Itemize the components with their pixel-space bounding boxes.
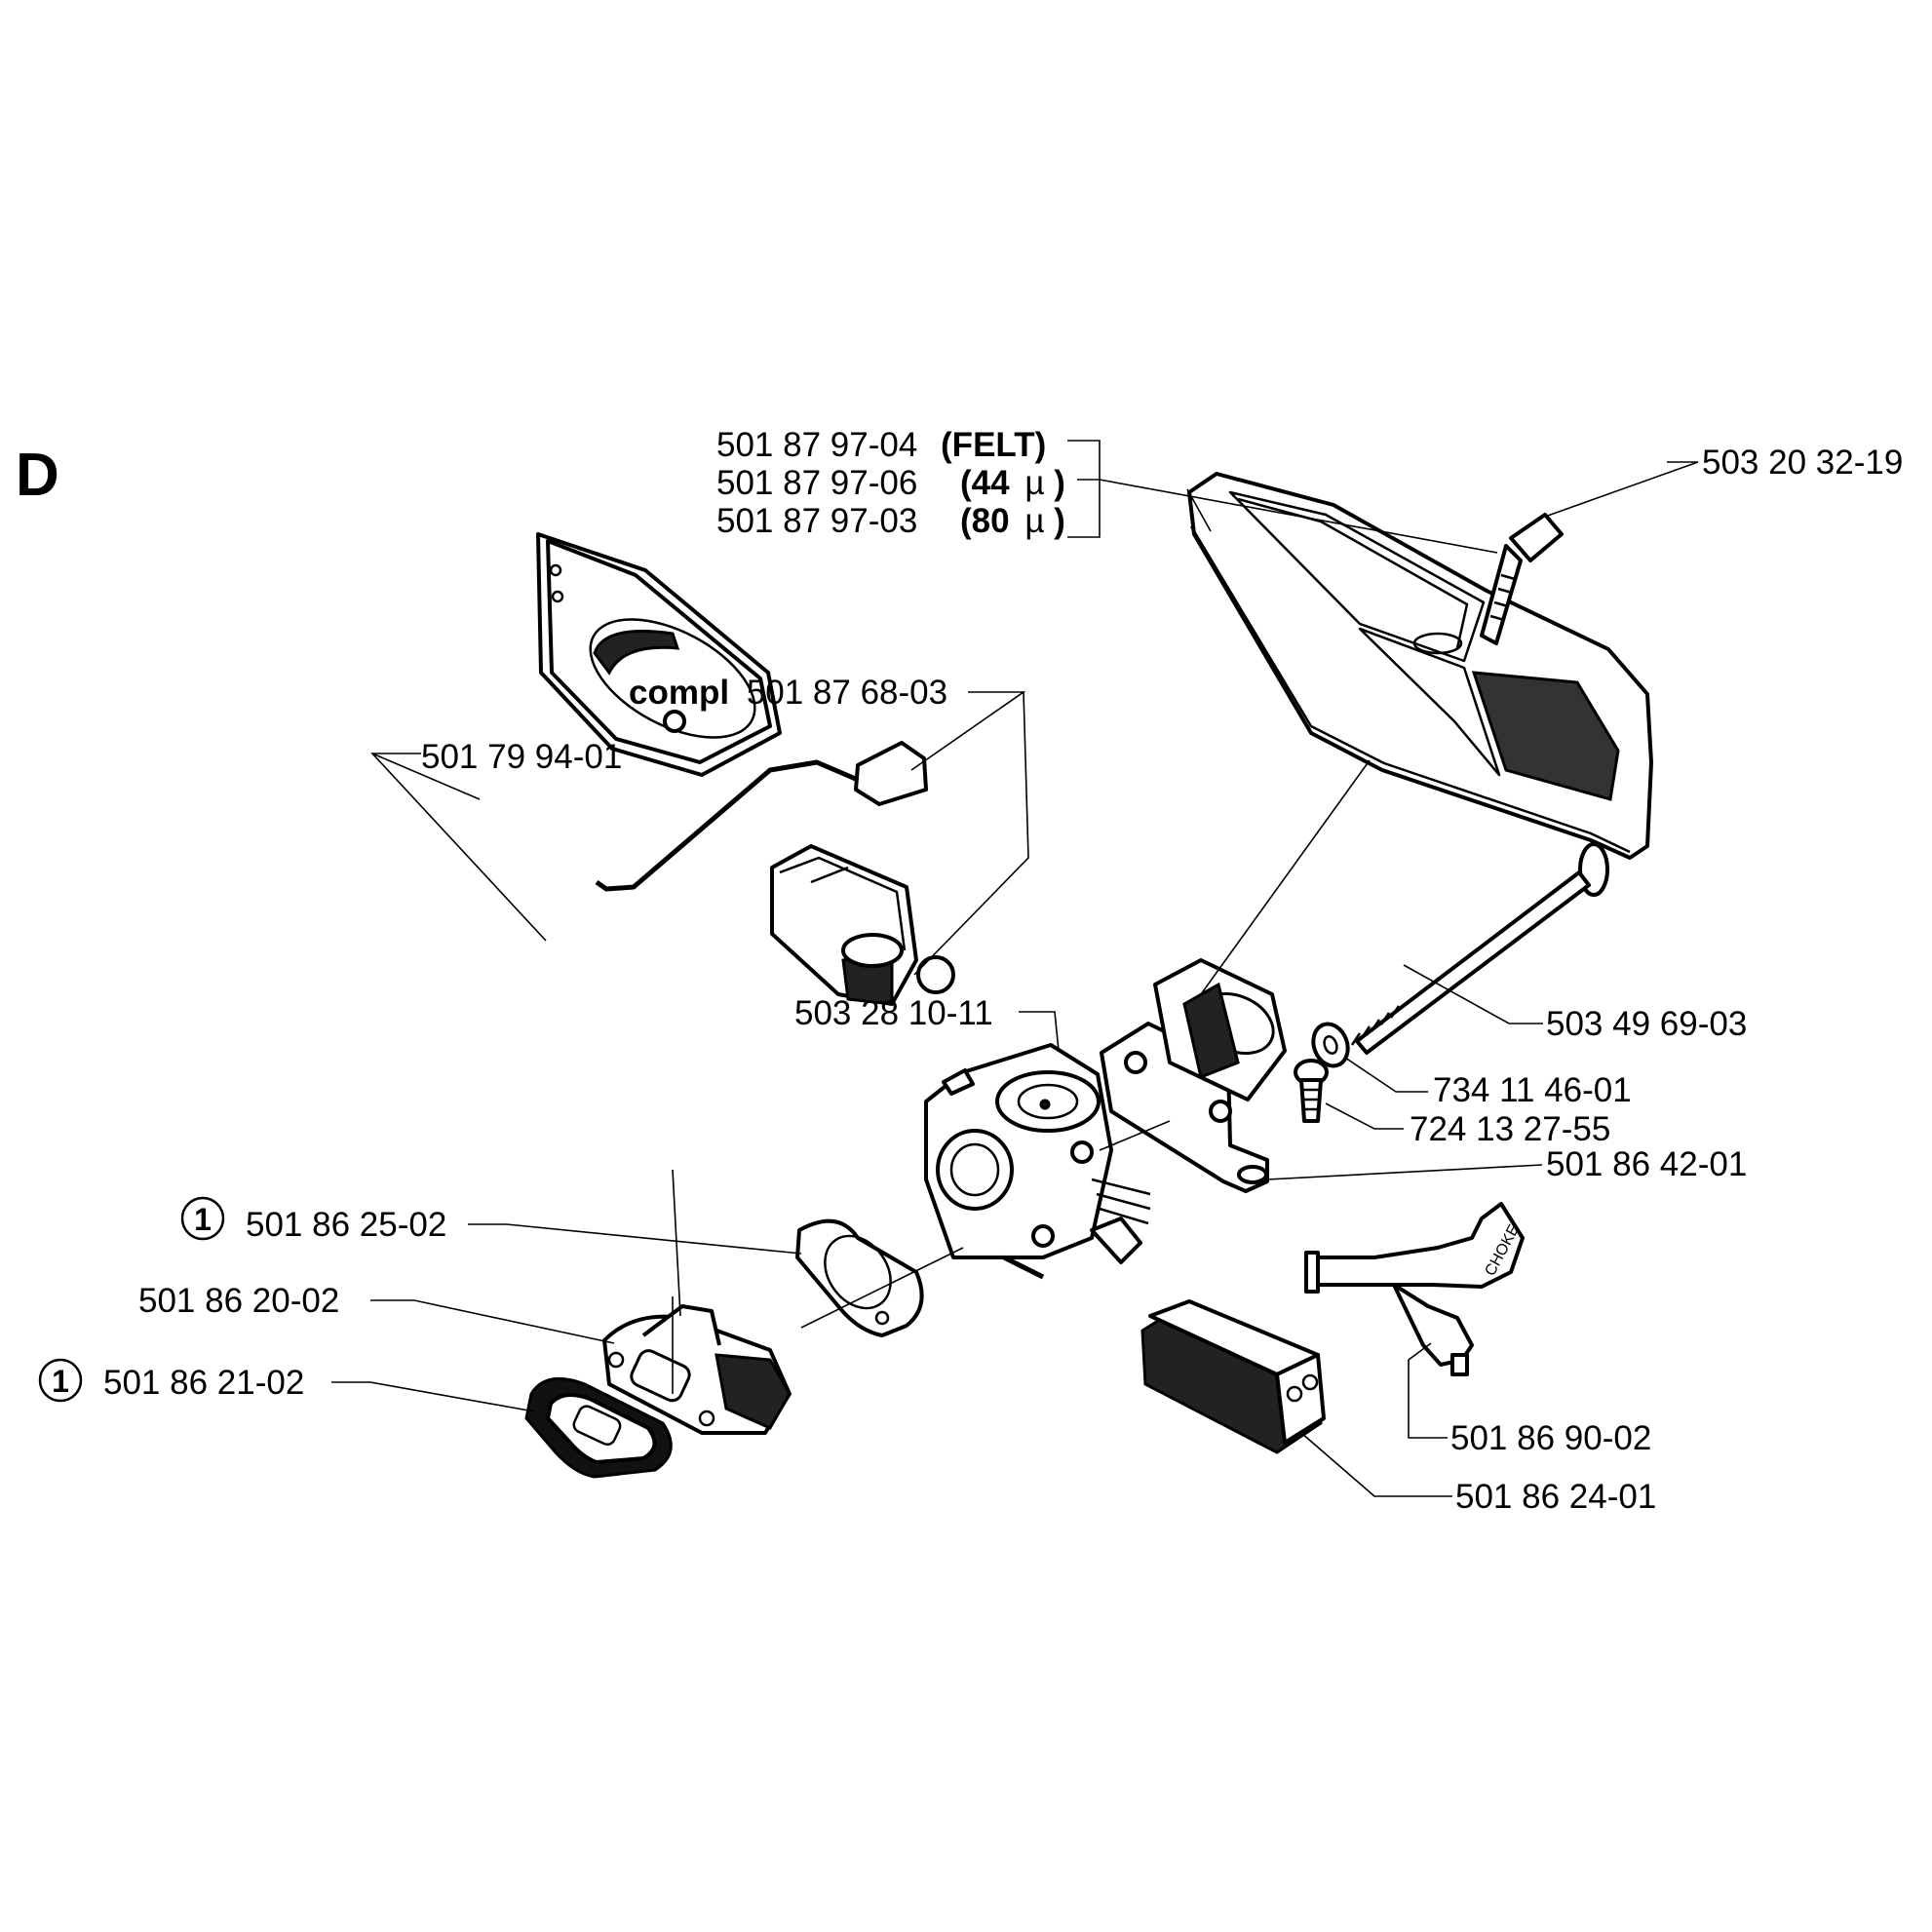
label-screw: 724 13 27-55 (1410, 1110, 1610, 1148)
screw-drawing (1294, 1059, 1329, 1123)
long-bolt-drawing (1350, 842, 1609, 1055)
choke-rod-drawing (595, 741, 928, 892)
label-rubber-block: 501 86 24-01 (1455, 1478, 1656, 1516)
gasket-2-drawing (524, 1376, 673, 1479)
label-heat-shield: 501 79 94-01 (421, 738, 622, 776)
label-gasket-2: 501 86 21-02 (103, 1364, 304, 1402)
label-choke-lever: 501 86 90-02 (1450, 1419, 1651, 1457)
part-labels: 501 87 97-04 (FELT) 501 87 97-06 (44 µ )… (38, 426, 1903, 1516)
label-compl: compl 501 87 68-03 (629, 674, 947, 712)
label-carb-adapter: 501 86 42-01 (1546, 1145, 1747, 1183)
label-filter-screw: 503 20 32-19 (1702, 444, 1903, 482)
label-washer: 734 11 46-01 (1433, 1071, 1632, 1109)
choke-bracket-drawing (770, 844, 955, 1006)
carburetor-drawing (924, 1043, 1151, 1280)
svg-text:1: 1 (194, 1202, 212, 1237)
callout-gasket-2: 1 (38, 1358, 83, 1403)
label-air-filter-felt: 501 87 97-04 (FELT) (716, 426, 1046, 464)
label-carburetor: 503 28 10-11 (794, 994, 993, 1032)
label-gasket-1: 501 86 25-02 (246, 1206, 446, 1244)
label-air-filter-80: 501 87 97-03 (80 µ ) (716, 502, 1065, 540)
gasket-1-drawing (795, 1218, 924, 1337)
choke-lever-drawing: CHOKE (1304, 1202, 1525, 1376)
section-letter: D (16, 442, 59, 509)
svg-text:1: 1 (52, 1364, 69, 1399)
label-long-bolt: 503 49 69-03 (1546, 1005, 1747, 1043)
intake-elbow-drawing (602, 1304, 792, 1435)
label-intake: 501 86 20-02 (138, 1282, 339, 1320)
carb-adapter-drawing (1100, 958, 1287, 1193)
callout-gasket-1: 1 (180, 1196, 225, 1241)
air-filter-drawing (1187, 472, 1653, 860)
leader-lines (331, 440, 1699, 1497)
heat-shield-drawing (536, 532, 782, 777)
rubber-block-drawing (1140, 1299, 1326, 1454)
filter-screw-drawing (1480, 513, 1564, 645)
washer-drawing (1311, 1022, 1350, 1068)
label-air-filter-44: 501 87 97-06 (44 µ ) (716, 464, 1065, 502)
